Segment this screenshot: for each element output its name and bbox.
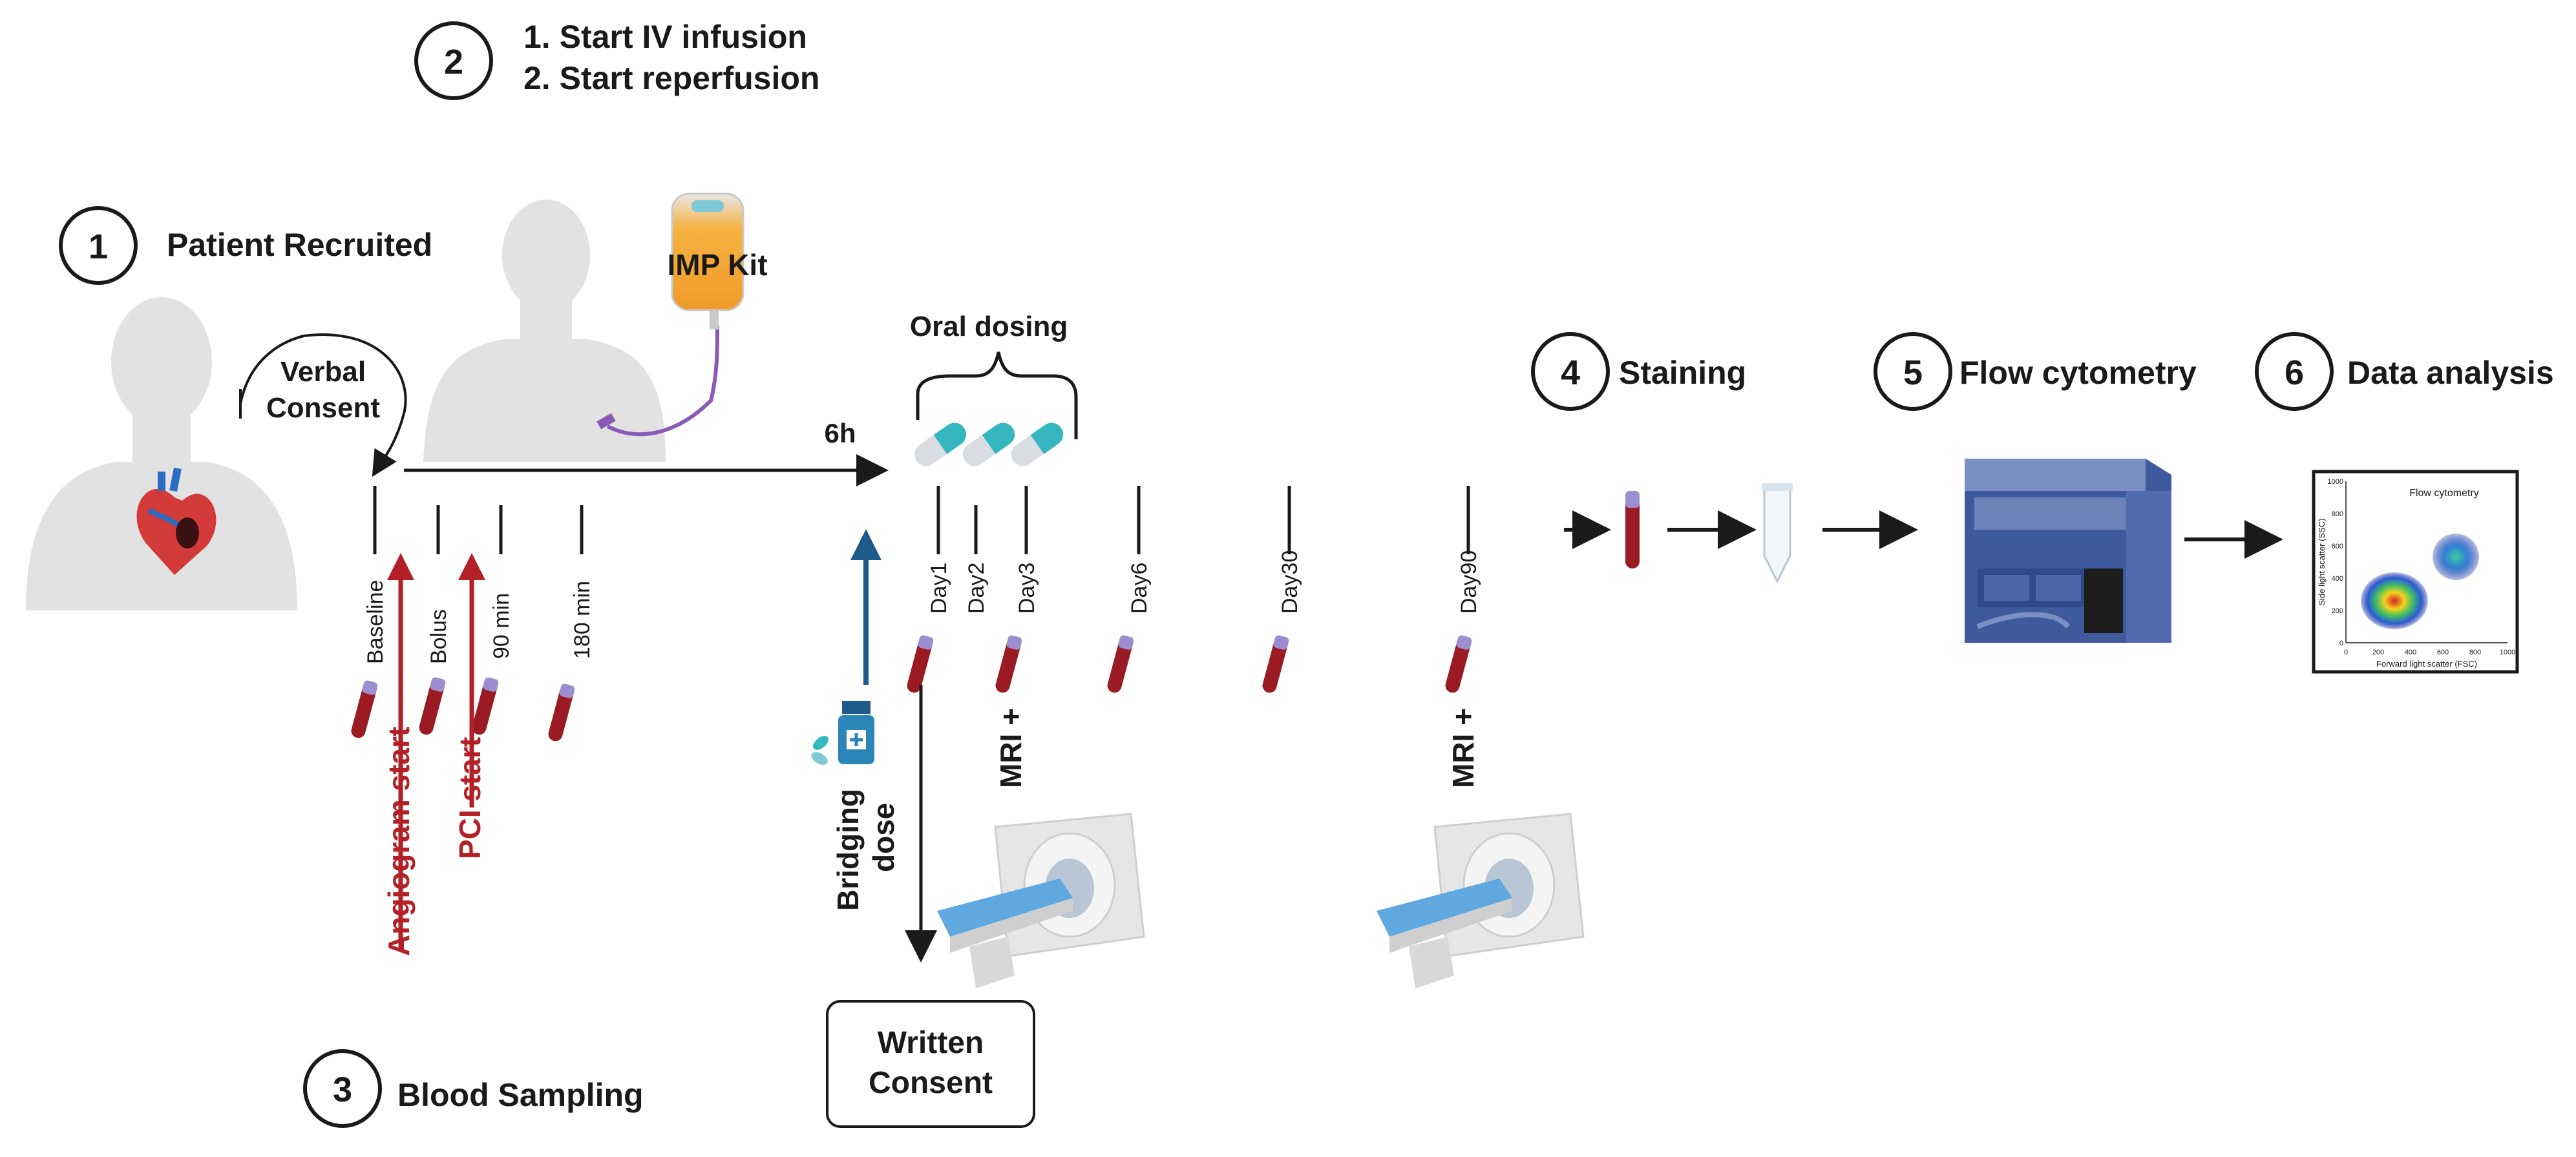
flow-cytometer-icon bbox=[1965, 459, 2171, 643]
step-4-circle bbox=[1531, 332, 1610, 411]
timepoint-label: Baseline bbox=[363, 580, 388, 664]
bridging-dose-line-1: Bridging bbox=[831, 789, 865, 911]
medicine-bottle-icon bbox=[811, 701, 874, 765]
plot-x-tick: 200 bbox=[2372, 649, 2384, 656]
step-5-number: 5 bbox=[1903, 353, 1923, 392]
step-2-item-1: 1. Start IV infusion bbox=[523, 19, 807, 55]
patient-figure bbox=[26, 297, 297, 610]
step-6-group: 6 Data analysis bbox=[2255, 332, 2554, 411]
step-2-item-2: 2. Start reperfusion bbox=[523, 60, 819, 96]
step-6-label: Data analysis bbox=[2347, 355, 2554, 391]
step-1-label: Patient Recruited bbox=[167, 227, 432, 263]
plot-x-tick: 600 bbox=[2437, 649, 2449, 656]
step-2-group: 2 1. Start IV infusion 2. Start reperfus… bbox=[414, 19, 819, 100]
step-5-label: Flow cytometry bbox=[1959, 355, 2197, 391]
step-1-circle bbox=[59, 206, 138, 285]
timepoint-label: Day30 bbox=[1278, 550, 1302, 614]
iv-patient-figure bbox=[423, 200, 719, 462]
blood-tube-icon bbox=[1625, 491, 1640, 568]
step-6-number: 6 bbox=[2285, 353, 2304, 392]
written-consent-line-1: Written bbox=[878, 1026, 984, 1060]
blood-tube-icon bbox=[907, 635, 934, 693]
timepoint-label: Day2 bbox=[964, 563, 989, 614]
timepoint-label: 180 min bbox=[570, 581, 595, 659]
mri-scanner-icon bbox=[1377, 813, 1585, 988]
blood-tube-icon bbox=[1107, 635, 1134, 693]
plot-x-tick: 400 bbox=[2405, 649, 2416, 656]
step-4-label: Staining bbox=[1619, 355, 1746, 391]
verbal-consent-line-1: Verbal bbox=[280, 356, 366, 388]
six-hour-label: 6h bbox=[824, 418, 856, 448]
blood-tube-icon bbox=[995, 635, 1022, 693]
plot-title: Flow cytometry bbox=[2409, 488, 2479, 499]
step-3-circle bbox=[303, 1049, 382, 1128]
written-consent-line-2: Consent bbox=[869, 1066, 993, 1100]
step-2-circle bbox=[414, 21, 493, 100]
oral-dosing-group: Oral dosing bbox=[910, 311, 1078, 466]
angiogram-start-label: Angiogram start bbox=[382, 727, 416, 956]
timepoint-label: 90 min bbox=[489, 593, 514, 659]
plot-ylabel: Side light scatter (SSC) bbox=[2317, 518, 2327, 605]
timepoint-label: Bolus bbox=[427, 609, 451, 664]
plot-y-tick: 0 bbox=[2339, 640, 2343, 647]
plot-x-tick: 800 bbox=[2469, 649, 2481, 656]
plot-population-1 bbox=[2361, 572, 2428, 629]
imp-kit-bag: IMP Kit bbox=[667, 193, 768, 329]
plot-y-tick: 800 bbox=[2332, 510, 2343, 518]
plot-y-tick: 400 bbox=[2332, 575, 2343, 583]
plot-x-tick: 0 bbox=[2344, 649, 2348, 656]
step-4-group: 4 Staining bbox=[1531, 332, 1746, 411]
step-1-number: 1 bbox=[89, 227, 108, 266]
bridging-dose-event: Bridging dose bbox=[811, 529, 900, 911]
step-5-circle bbox=[1874, 332, 1952, 411]
imp-kit-label: IMP Kit bbox=[667, 248, 767, 282]
capsule-icon bbox=[962, 422, 1015, 466]
oral-dosing-brace bbox=[916, 351, 1078, 439]
mri-scanner-icon bbox=[937, 813, 1145, 988]
step-3-number: 3 bbox=[333, 1070, 352, 1109]
sample-tube-icon bbox=[1762, 483, 1793, 584]
step-6-circle bbox=[2255, 332, 2334, 411]
pci-start-event: PCI start bbox=[453, 553, 487, 859]
plot-x-tick: 1000 bbox=[2500, 649, 2515, 656]
flow-cytometry-plot: 00 200 200 400 400 600 600 800 800 1000 1000 Flow … bbox=[2312, 470, 2519, 674]
blood-tube-icon bbox=[1262, 635, 1289, 693]
blood-tube-icon bbox=[419, 677, 446, 735]
plot-ticks: 00 200 200 400 400 600 600 800 800 1000 1000 bbox=[2328, 478, 2516, 656]
timepoint-label: Day6 bbox=[1127, 563, 1152, 614]
blood-tube-icon bbox=[548, 683, 575, 742]
step-1-group: 1 Patient Recruited bbox=[59, 206, 432, 285]
plot-xlabel: Forward light scatter (FSC) bbox=[2376, 659, 2477, 669]
mri-label-day3: MRI + bbox=[994, 708, 1028, 788]
verbal-consent-line-2: Consent bbox=[266, 392, 380, 424]
written-consent-box: Written Consent bbox=[826, 1000, 1035, 1128]
heart-icon bbox=[136, 467, 216, 575]
mri-label-day90: MRI + bbox=[1446, 708, 1480, 788]
step-3-group: 3 Blood Sampling bbox=[303, 1049, 644, 1128]
timepoint-ticks: Baseline Bolus 90 min 180 min Day1 Day2 Day3 Da… bbox=[351, 486, 1481, 742]
angiogram-start-event: Angiogram start bbox=[382, 553, 416, 956]
step-2-number: 2 bbox=[444, 43, 463, 81]
timepoint-label: Day3 bbox=[1015, 563, 1039, 614]
blood-tube-icon bbox=[351, 680, 378, 738]
timepoint-label: Day1 bbox=[927, 563, 951, 614]
plot-y-tick: 600 bbox=[2332, 543, 2343, 550]
step-5-group: 5 Flow cytometry bbox=[1874, 332, 2197, 411]
pci-start-label: PCI start bbox=[453, 737, 487, 859]
capsule-icon bbox=[914, 422, 967, 466]
oral-dosing-label: Oral dosing bbox=[910, 311, 1068, 342]
capsule-icon bbox=[1011, 422, 1064, 466]
step-3-label: Blood Sampling bbox=[397, 1077, 644, 1113]
plot-y-tick: 1000 bbox=[2328, 478, 2343, 486]
plot-y-tick: 200 bbox=[2332, 607, 2343, 615]
plot-population-2 bbox=[2433, 534, 2479, 580]
step-4-number: 4 bbox=[1561, 353, 1580, 392]
verbal-consent: Verbal Consent bbox=[239, 333, 407, 477]
blood-tube-icon bbox=[472, 677, 499, 735]
blood-tube-icon bbox=[1445, 635, 1472, 693]
timepoint-label: Day90 bbox=[1457, 550, 1481, 614]
bridging-dose-line-2: dose bbox=[867, 803, 900, 872]
